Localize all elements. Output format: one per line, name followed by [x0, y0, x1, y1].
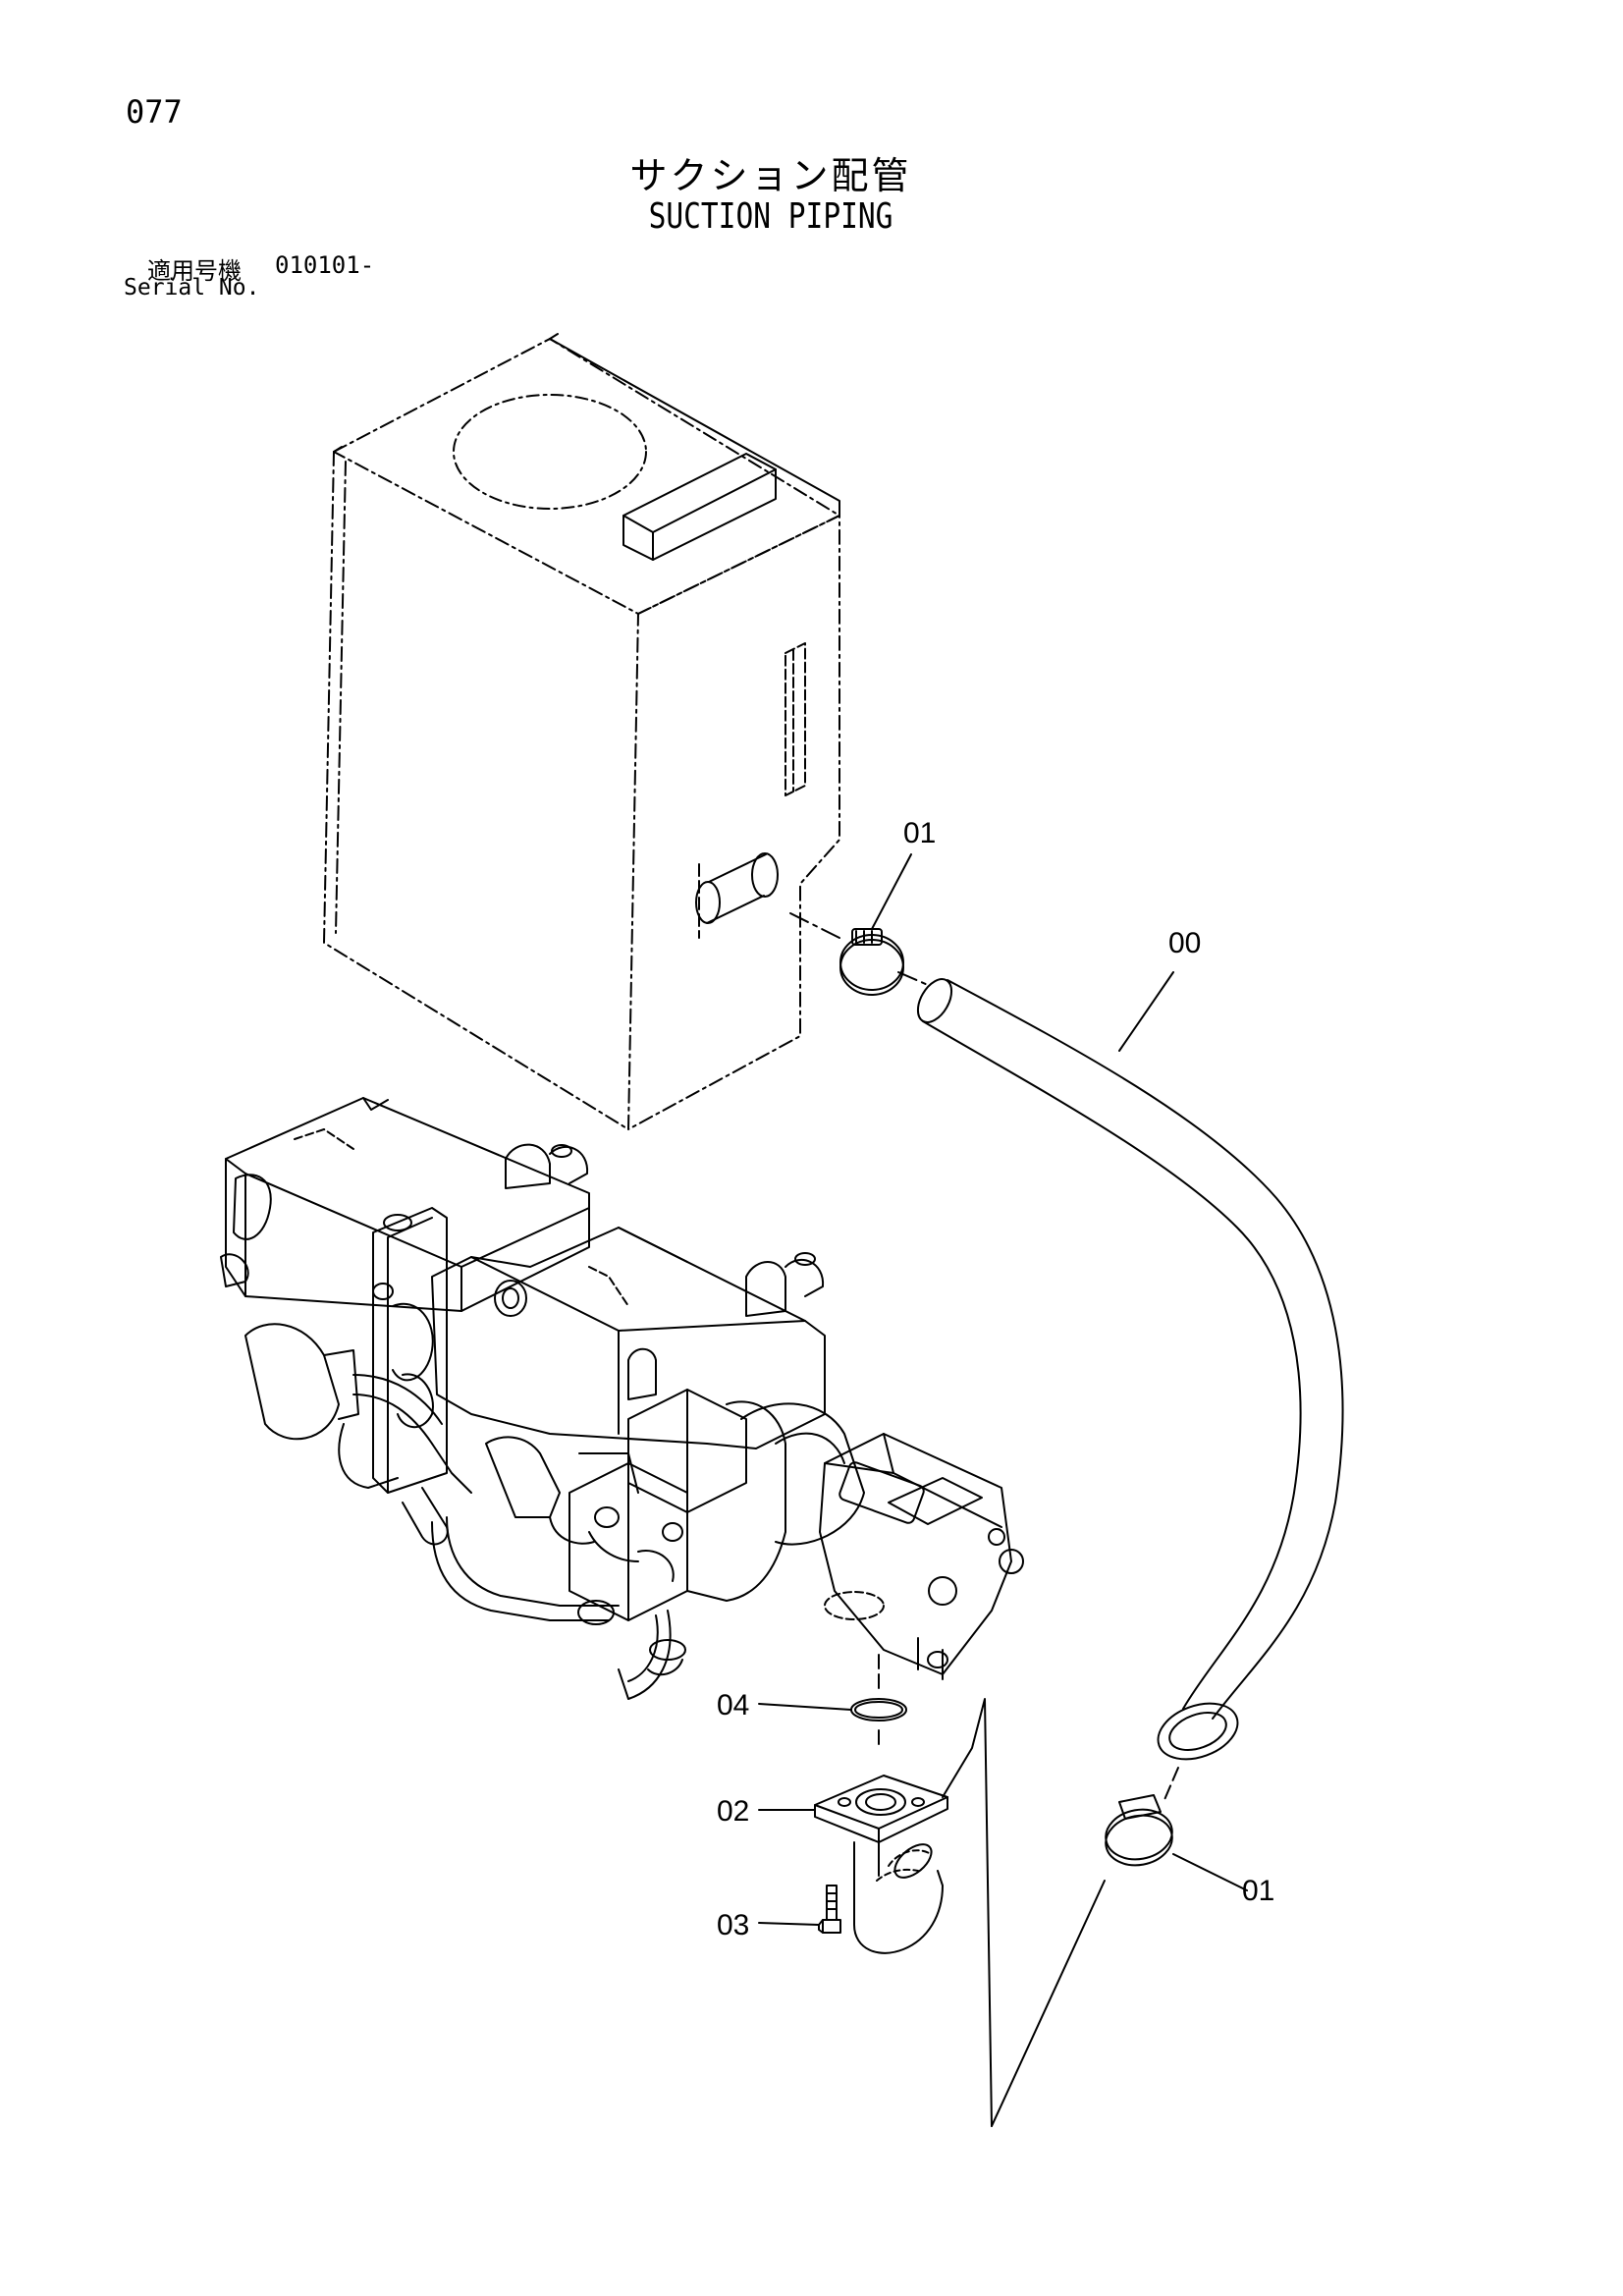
assembly-bracket-line [991, 1880, 1106, 2127]
hydraulic-tank [323, 333, 840, 1130]
callout-03: 03 [717, 1909, 749, 1941]
assembly-bracket-line [942, 1698, 993, 2127]
page-title-japanese: サクション配管 [629, 154, 912, 197]
o-ring-inner [854, 1701, 903, 1719]
hydraulic-pump-assembly [220, 1097, 1024, 1700]
callout-02: 02 [717, 1795, 749, 1828]
bolt [818, 1885, 841, 1934]
callout-01-bottom: 01 [1242, 1875, 1274, 1907]
hose-clamp-top [839, 928, 904, 996]
page-title-english: SUCTION PIPING [648, 196, 893, 237]
centerline [789, 912, 840, 939]
serial-label-japanese: 適用号機 [147, 257, 242, 285]
leader-line [1118, 971, 1174, 1052]
leader-line [1172, 1853, 1248, 1891]
serial-range: 010101- [275, 251, 375, 279]
hose-clamp-bottom [1105, 1794, 1173, 1867]
flange-elbow [814, 1775, 948, 1954]
serial-label-english: Serial No. [124, 275, 260, 301]
leader-line [871, 853, 912, 930]
callout-04: 04 [717, 1689, 749, 1722]
leader-line [758, 1922, 820, 1926]
suction-hose [916, 978, 1344, 1761]
page-number: 077 [126, 93, 183, 131]
centerline [1163, 1767, 1179, 1803]
leader-line [758, 1703, 852, 1711]
callout-01-top: 01 [903, 817, 936, 849]
callout-00: 00 [1168, 927, 1201, 959]
